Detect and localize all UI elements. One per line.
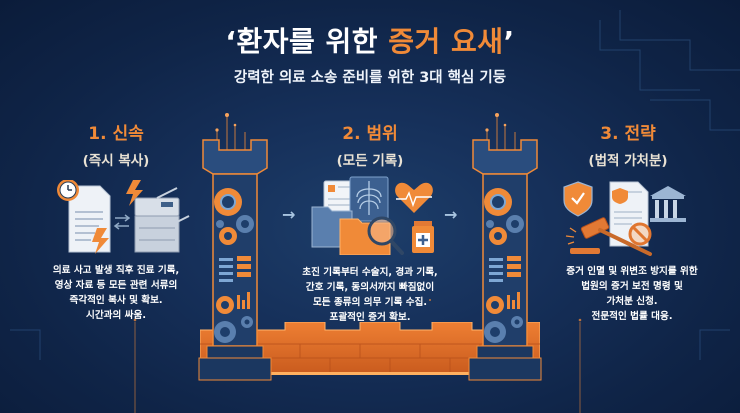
column-1-icons <box>57 180 190 254</box>
column-1-description: 의료 사고 발생 직후 진료 기록, 영상 자료 등 모든 관련 서류의 즉각적… <box>6 263 226 323</box>
column-3-icons <box>563 181 686 256</box>
description-line: 전문적인 법률 대응. <box>591 311 673 322</box>
lightning-icon <box>92 228 109 254</box>
column-1-heading: 1. 신속 (즉시 복사) <box>16 119 216 169</box>
title-prefix: ‘환자를 위한 <box>225 25 389 58</box>
column-3-description: 증거 인멸 및 위변조 방지를 위한 법원의 증거 보전 명령 및 가처분 신청… <box>522 264 740 324</box>
title-suffix: ’ <box>503 25 515 58</box>
description-line: 간호 기록, 동의서까지 빠짐없이 <box>305 282 435 293</box>
column-2-title: 2. 범위 <box>342 124 398 144</box>
description-line: 가처분 신청. <box>606 296 658 307</box>
column-2-description: 초진 기록부터 수술지, 경과 기록, 간호 기록, 동의서까지 빠짐없이 모든… <box>260 265 480 325</box>
description-line: 모든 종류의 의무 기록 수집. <box>312 297 428 308</box>
title-accent: 증거 요새 <box>388 25 504 58</box>
x-ray-icon <box>349 176 389 222</box>
magnifier-icon <box>367 216 404 255</box>
column-3-title: 3. 전략 <box>600 124 656 144</box>
arrow-right-icon: → <box>444 205 458 224</box>
description-line: 초진 기록부터 수술지, 경과 기록, <box>302 267 438 278</box>
copier-icon <box>134 187 190 253</box>
column-2-subtitle: (모든 기록) <box>336 153 404 169</box>
gavel-icon <box>565 217 652 256</box>
description-line: 영상 자료 등 모든 관련 서류의 <box>54 280 178 291</box>
column-1-title: 1. 신속 <box>88 124 144 144</box>
description-line: 포괄적인 증거 확보. <box>329 312 411 323</box>
column-3-heading: 3. 전략 (법적 가처분) <box>528 119 728 169</box>
column-2-icons <box>311 176 434 255</box>
column-1-subtitle: (즉시 복사) <box>82 153 150 169</box>
exchange-arrows-icon <box>113 214 131 230</box>
medicine-bottle-icon <box>412 221 434 253</box>
courthouse-icon <box>650 186 686 222</box>
column-3-subtitle: (법적 가처분) <box>588 153 668 169</box>
pillar-left <box>198 113 272 381</box>
description-line: 법원의 증거 보전 명령 및 <box>581 281 683 292</box>
page-title: ‘환자를 위한 증거 요새’ <box>0 20 740 60</box>
pillar-right <box>468 113 542 381</box>
prohibited-icon <box>628 222 652 246</box>
clock-icon <box>57 180 79 201</box>
description-line: 증거 인멸 및 위변조 방지를 위한 <box>566 266 698 277</box>
page-subtitle: 강력한 의료 소송 준비를 위한 3대 핵심 기둥 <box>233 70 507 86</box>
shield-check-icon <box>563 181 593 217</box>
description-line: 즉각적인 복사 및 확보. <box>69 295 163 306</box>
arrow-right-icon: → <box>282 205 296 224</box>
description-line: 의료 사고 발생 직후 진료 기록, <box>52 265 180 276</box>
folder-icon <box>311 206 391 255</box>
description-line: 시간과의 싸움. <box>86 310 146 321</box>
lightning-icon <box>126 180 143 206</box>
column-2-heading: 2. 범위 (모든 기록) <box>270 119 470 169</box>
heart-pulse-icon <box>395 182 433 213</box>
